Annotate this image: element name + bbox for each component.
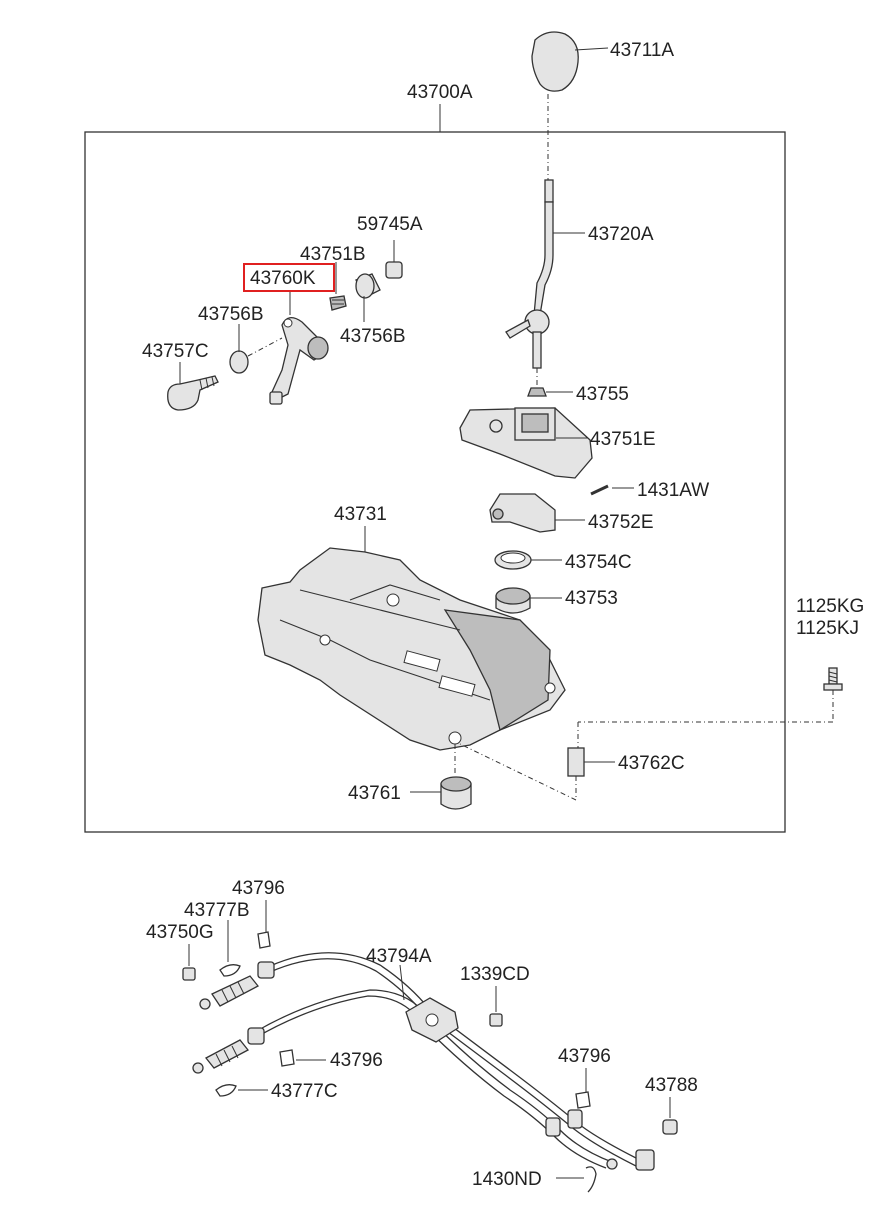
clip-43796-right <box>575 1068 591 1109</box>
label-43788: 43788 <box>645 1075 698 1096</box>
label-43777C: 43777C <box>271 1081 338 1102</box>
label-1125KG: 1125KG <box>796 596 864 617</box>
bushing-43756B-left <box>229 324 283 374</box>
shift-lever <box>505 179 585 369</box>
label-1431AW: 1431AW <box>637 480 709 501</box>
label-43754C: 43754C <box>565 552 632 573</box>
label-43752E: 43752E <box>588 512 654 533</box>
base-bracket <box>257 526 566 751</box>
pin-1431AW <box>590 484 634 496</box>
nut-59745A <box>385 240 403 279</box>
nut-43788 <box>662 1097 678 1135</box>
label-43756B-right: 43756B <box>340 326 406 347</box>
label-43751B: 43751B <box>300 244 366 265</box>
label-1430ND: 1430ND <box>472 1169 542 1190</box>
clip-43796-mid <box>279 1049 326 1067</box>
label-43750G: 43750G <box>146 922 214 943</box>
label-43753: 43753 <box>565 588 618 609</box>
label-43760K: 43760K <box>250 268 316 289</box>
label-1125KJ: 1125KJ <box>796 618 859 639</box>
label-43751E: 43751E <box>590 429 656 450</box>
clip-43777B <box>219 920 241 977</box>
lever-housing <box>459 407 593 479</box>
spring-43751B <box>329 262 347 311</box>
label-43794A: 43794A <box>366 946 432 967</box>
nut-43762C <box>459 743 615 801</box>
pin-43757C <box>167 362 219 411</box>
label-43777B: 43777B <box>184 900 250 921</box>
ring-43754C <box>494 550 562 570</box>
label-43700A: 43700A <box>407 82 473 103</box>
bush-43753 <box>495 587 562 614</box>
label-43755: 43755 <box>576 384 629 405</box>
label-43711A: 43711A <box>610 40 674 61</box>
label-43757C: 43757C <box>142 341 209 362</box>
label-43756B-left: 43756B <box>198 304 264 325</box>
shift-lock-lever-43760K <box>269 290 329 405</box>
clip-1430ND <box>556 1166 597 1193</box>
label-43762C: 43762C <box>618 753 685 774</box>
bushing-43756B-right <box>355 273 381 322</box>
highlight-box <box>243 263 335 292</box>
label-43796-mid: 43796 <box>330 1050 383 1071</box>
bolt-1125KG <box>577 667 843 748</box>
label-59745A: 59745A <box>357 214 423 235</box>
label-43796-top: 43796 <box>232 878 285 899</box>
label-43720A: 43720A <box>588 224 654 245</box>
clip-43777C <box>215 1084 268 1097</box>
label-43796-right: 43796 <box>558 1046 611 1067</box>
cable-assembly <box>192 952 655 1171</box>
nut-43750G <box>182 944 196 981</box>
label-1339CD: 1339CD <box>460 964 530 985</box>
shift-knob <box>531 31 609 92</box>
nut-1339CD <box>489 986 503 1027</box>
label-43761: 43761 <box>348 783 401 804</box>
grommet-43761 <box>410 744 472 810</box>
clip-43796-top <box>257 900 271 949</box>
detent-43752E <box>489 493 585 533</box>
label-43731: 43731 <box>334 504 387 525</box>
assembly-frame <box>84 131 786 833</box>
bushing-43755 <box>527 387 573 397</box>
